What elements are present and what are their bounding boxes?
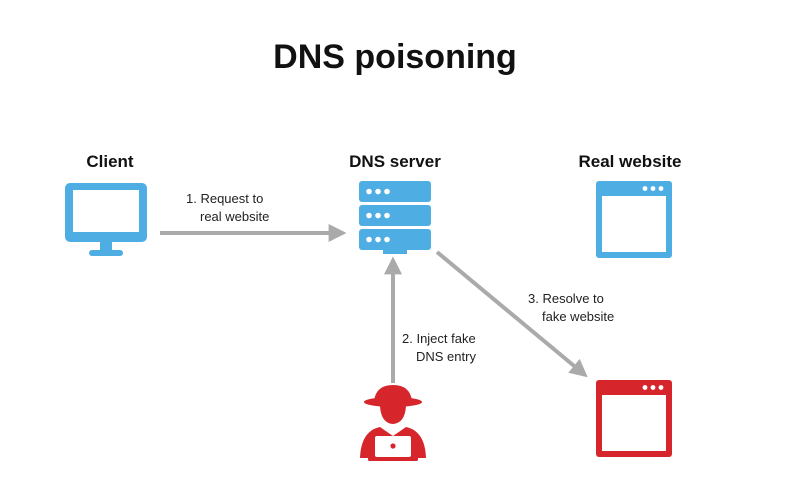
step1-label: 1. Request to real website — [186, 190, 269, 226]
server-icon — [359, 181, 431, 254]
real-website-label: Real website — [578, 152, 682, 171]
page-title: DNS poisoning — [273, 38, 517, 76]
step2-line1: 2. Inject fake — [402, 331, 476, 346]
hacker-icon — [360, 385, 426, 461]
step1-line1: 1. Request to — [186, 191, 264, 206]
monitor-icon — [65, 183, 147, 256]
step2-line2: DNS entry — [416, 349, 476, 364]
fake-browser-window-icon — [596, 380, 672, 457]
arrow-resolve — [435, 250, 588, 378]
step3-line1: 3. Resolve to — [528, 291, 604, 306]
step3-label: 3. Resolve to fake website — [528, 290, 614, 326]
step2-label: 2. Inject fake DNS entry — [402, 330, 476, 366]
dns-server-label: DNS server — [349, 152, 441, 171]
client-label: Client — [86, 152, 134, 171]
browser-window-icon — [596, 181, 672, 258]
step1-line2: real website — [200, 209, 270, 224]
step3-line2: fake website — [542, 309, 615, 324]
